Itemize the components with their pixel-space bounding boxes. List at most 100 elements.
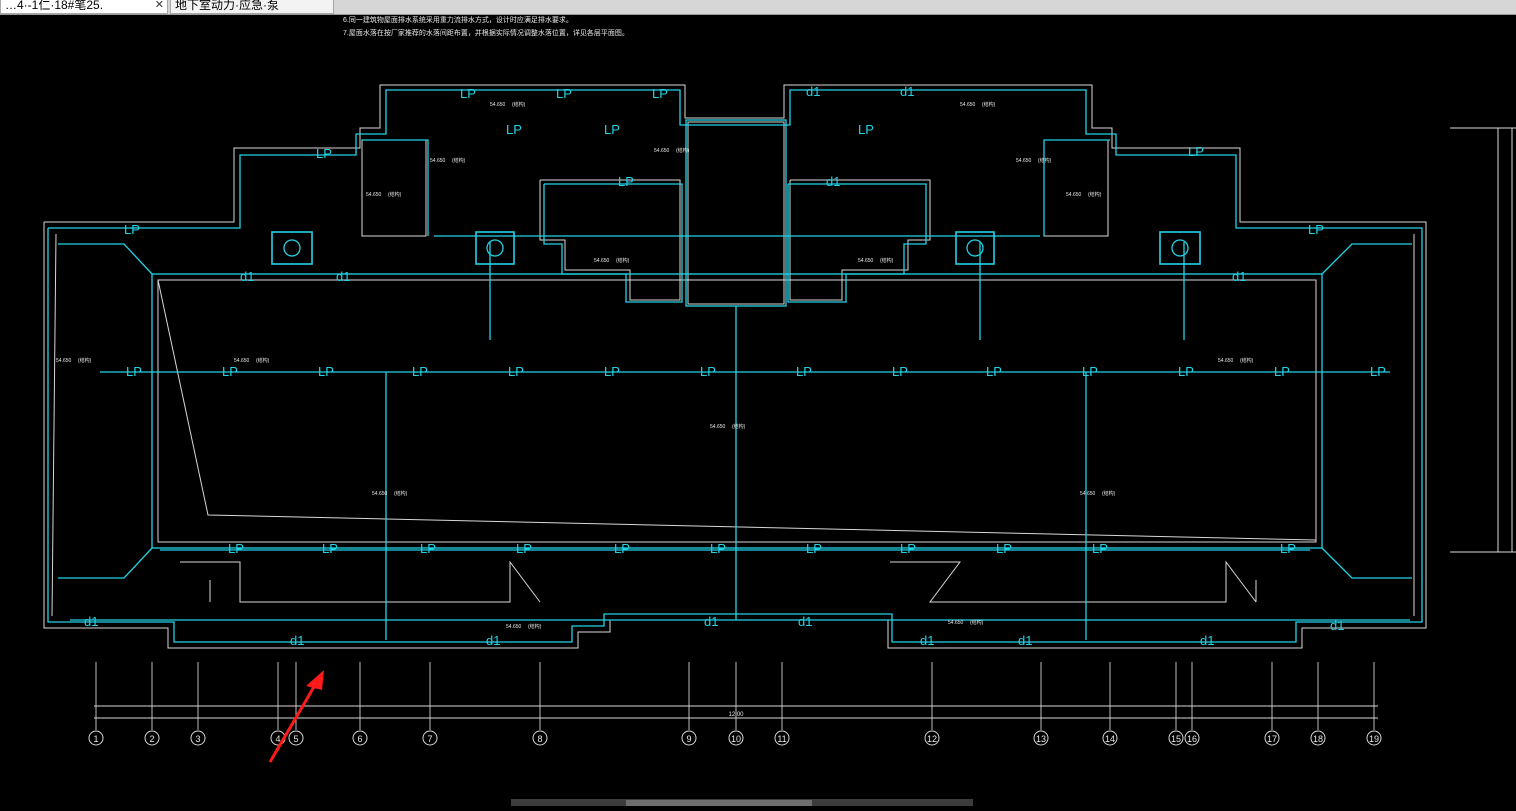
lp-label: LP <box>420 541 436 556</box>
tab-drawing-2[interactable]: 地下室动力·应急·泵 <box>170 0 334 14</box>
lp-label: LP <box>228 541 244 556</box>
axis-bubble <box>1366 730 1382 746</box>
axis-bubble <box>1184 730 1200 746</box>
lp-label: LP <box>1370 364 1386 379</box>
downpipe-label: d1 <box>900 84 914 99</box>
right-dimension-lines <box>1450 127 1516 553</box>
elevation-note: (结构) <box>880 257 894 264</box>
downpipe-label: d1 <box>826 174 840 189</box>
downpipe-label: d1 <box>798 614 812 629</box>
lp-label: LP <box>604 122 620 137</box>
lp-label: LP <box>556 86 572 101</box>
downpipe-label: d1 <box>486 633 500 648</box>
downpipe-label: d1 <box>290 633 304 648</box>
lp-label: LP <box>604 364 620 379</box>
elevation-value: 54.650 <box>960 102 976 108</box>
elevation-value: 54.650 <box>710 424 726 430</box>
axis-number: 9 <box>686 734 691 744</box>
lp-label: LP <box>506 122 522 137</box>
lp-label: LP <box>222 364 238 379</box>
axis-number: 14 <box>1105 734 1115 744</box>
lp-label: LP <box>710 541 726 556</box>
elevation-labels: 54.650 (结构) 54.650 (结构) 54.650 (结构) 54.650 (结构)… <box>56 101 1254 630</box>
note-line-7: 7.屋面水落在按厂家推荐的水落间距布置，并根据实际情况调整水落位置，详见各层平面… <box>343 28 629 37</box>
axis-number: 2 <box>149 734 154 744</box>
elevation-note: (结构) <box>1102 490 1116 497</box>
building-outline <box>43 84 1427 649</box>
red-arrow-annotation <box>268 670 324 763</box>
lp-label: LP <box>614 541 630 556</box>
axis-number: 4 <box>275 734 280 744</box>
elevation-value: 54.650 <box>430 158 446 164</box>
axis-bubble <box>1310 730 1326 746</box>
axis-bubble <box>681 730 697 746</box>
axis-bubble <box>774 730 790 746</box>
downpipe-label: d1 <box>806 84 820 99</box>
downpipe-label: d1 <box>1018 633 1032 648</box>
axis-bubble <box>728 730 744 746</box>
lp-label: LP <box>316 146 332 161</box>
elevation-value: 54.650 <box>1080 491 1096 497</box>
scrollbar-thumb[interactable] <box>626 800 812 806</box>
lp-label: LP <box>858 122 874 137</box>
axis-bubble <box>1102 730 1118 746</box>
lp-label: LP <box>892 364 908 379</box>
tab-bar: …4·-1仁·18#笔25. ✕ 地下室动力·应急·泵 <box>0 0 1516 15</box>
lp-label: LP <box>1092 541 1108 556</box>
elevation-note: (结构) <box>394 490 408 497</box>
lp-label: LP <box>460 86 476 101</box>
tab-label: 地下室动力·应急·泵 <box>175 0 279 12</box>
lp-label: LP <box>806 541 822 556</box>
lp-label: LP <box>1178 364 1194 379</box>
axis-bubble <box>88 730 104 746</box>
axis-bubble <box>288 730 304 746</box>
lp-label: LP <box>618 174 634 189</box>
elevation-value: 54.650 <box>948 620 964 626</box>
elevation-value: 54.650 <box>490 102 506 108</box>
lp-label: LP <box>126 364 142 379</box>
tab-label: …4·-1仁·18#笔25. <box>5 0 104 12</box>
elevation-note: (结构) <box>970 619 984 626</box>
elevation-note: (结构) <box>1088 191 1102 198</box>
axis-number: 17 <box>1267 734 1277 744</box>
axis-number: 11 <box>777 734 786 744</box>
downpipe-label: d1 <box>1200 633 1214 648</box>
lp-label: LP <box>412 364 428 379</box>
tab-drawing-1[interactable]: …4·-1仁·18#笔25. ✕ <box>0 0 168 14</box>
axis-number: 3 <box>195 734 200 744</box>
lp-label: LP <box>900 541 916 556</box>
axis-bubble <box>1168 730 1184 746</box>
lp-label: LP <box>508 364 524 379</box>
elevation-note: (结构) <box>256 357 270 364</box>
elevation-value: 54.650 <box>1218 358 1234 364</box>
lp-label: LP <box>516 541 532 556</box>
elevation-note: (结构) <box>388 191 402 198</box>
axis-number: 15 <box>1171 734 1181 744</box>
drainage-pipes <box>47 89 1423 643</box>
axis-bubble <box>924 730 940 746</box>
note-line-6: 6.同一建筑物屋面排水系统采用重力流排水方式，设计时应满足排水要求。 <box>343 15 573 24</box>
axis-number: 18 <box>1313 734 1323 744</box>
cad-drawing-viewport[interactable]: 6.同一建筑物屋面排水系统采用重力流排水方式，设计时应满足排水要求。 7.屋面水… <box>0 15 1516 806</box>
close-icon[interactable]: ✕ <box>154 0 164 11</box>
downpipe-label: d1 <box>920 633 934 648</box>
downpipe-label: d1 <box>1232 269 1246 284</box>
lp-label: LP <box>322 541 338 556</box>
axis-number: 12 <box>927 734 937 744</box>
elevation-note: (结构) <box>452 157 466 164</box>
downpipe-label: d1 <box>240 269 254 284</box>
axis-number: 7 <box>427 734 432 744</box>
axis-bubble <box>1264 730 1280 746</box>
roof-drainage-plan[interactable]: 6.同一建筑物屋面排水系统采用重力流排水方式，设计时应满足排水要求。 7.屋面水… <box>0 15 1516 806</box>
elevation-value: 54.650 <box>1066 192 1082 198</box>
downpipe-label: d1 <box>84 614 98 629</box>
elevation-note: (结构) <box>732 423 746 430</box>
lp-label: LP <box>700 364 716 379</box>
lp-label: LP <box>1308 222 1324 237</box>
lp-label: LP <box>996 541 1012 556</box>
axis-number: 10 <box>731 734 741 744</box>
axis-number: 1 <box>93 734 98 744</box>
dimension-lines <box>94 705 1378 719</box>
